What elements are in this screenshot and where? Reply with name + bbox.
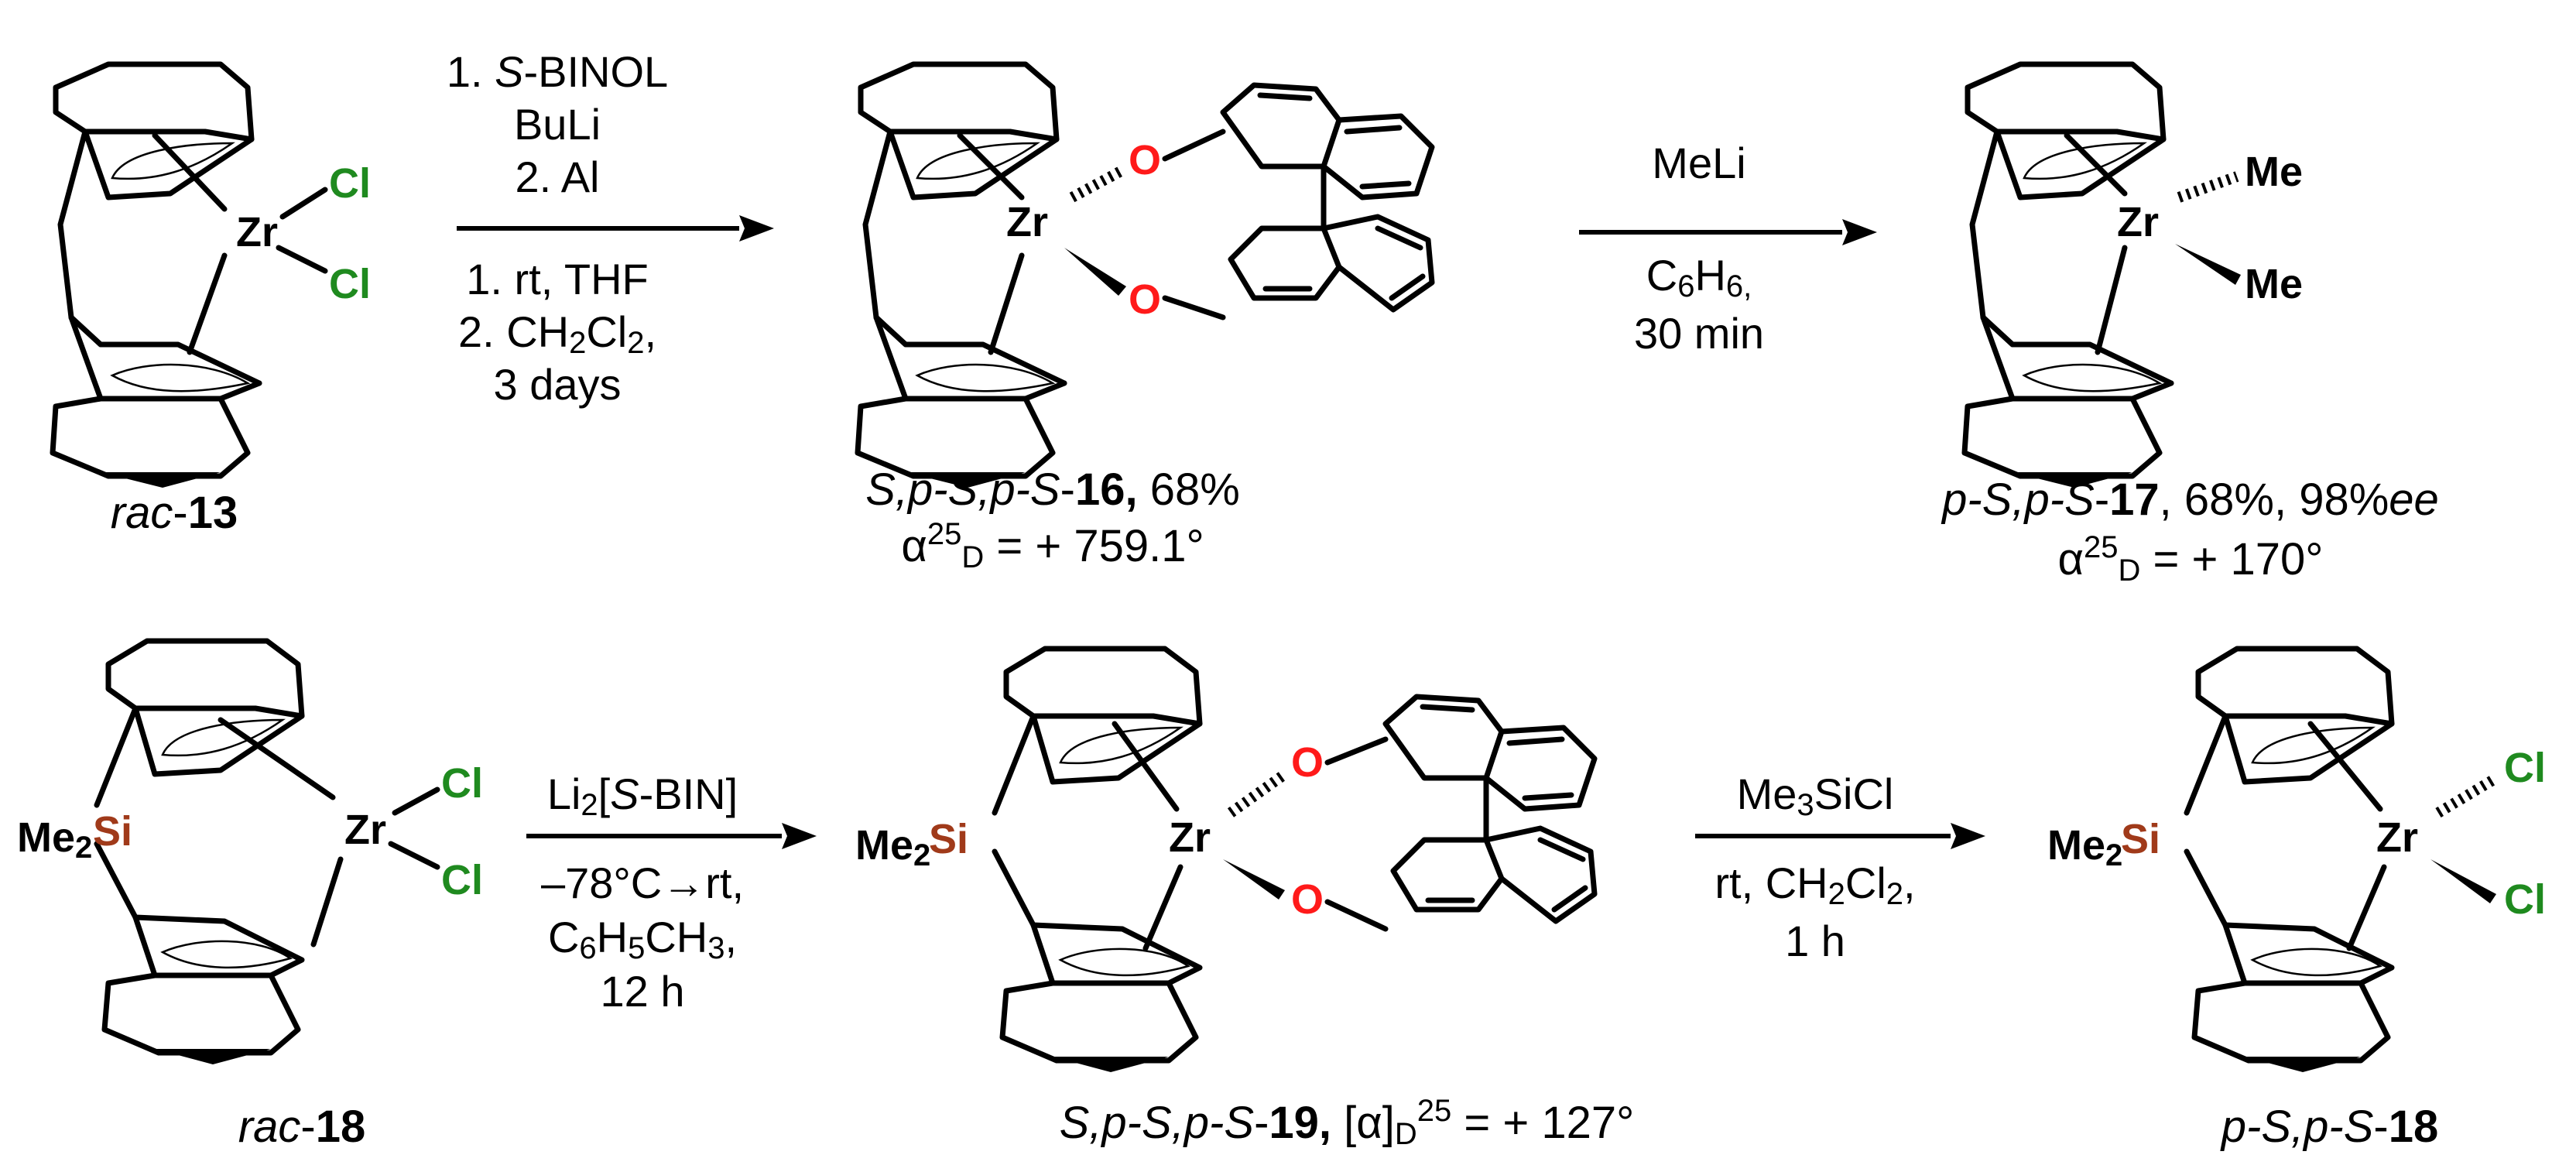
step-3: Li2[S-BIN] –78°C→rt, C6H5CH3, 12 h	[526, 769, 817, 1016]
label-rac-18: rac-18	[238, 1102, 365, 1152]
cl-atom: Cl	[329, 261, 371, 307]
step-2: MeLi C6H6, 30 min	[1579, 139, 1877, 358]
me-group: Me	[2245, 149, 2303, 195]
compound-19: Me2 Si Zr O O	[855, 649, 1595, 1072]
condition-line: 12 h	[601, 967, 685, 1016]
optical-rotation-16: α25D = + 759.1°	[901, 517, 1204, 574]
zr-atom: Zr	[1006, 199, 1048, 245]
si-atom: Si	[93, 808, 132, 855]
condition-line: 1. rt, THF	[466, 255, 648, 303]
condition-line: –78°C→rt,	[541, 858, 744, 907]
cl-atom: Cl	[441, 760, 483, 807]
cl-atom: Cl	[329, 160, 371, 207]
step-1: 1. S-BINOL BuLi 2. Al 1. rt, THF 2. CH2C…	[447, 47, 774, 409]
condition-line: 1. S-BINOL	[447, 47, 668, 96]
me2-group: Me2	[855, 822, 930, 872]
compound-rac-18: Me2 Si Zr Cl Cl	[17, 641, 483, 1064]
o-atom: O	[1291, 876, 1324, 923]
zr-atom: Zr	[1169, 814, 1211, 861]
step-4: Me3SiCl rt, CH2Cl2, 1 h	[1695, 769, 1985, 965]
compound-rac-13: Zr Cl Cl	[53, 64, 371, 488]
si-atom: Si	[2121, 816, 2160, 862]
o-atom: O	[1129, 137, 1161, 183]
condition-line: C6H5CH3,	[548, 913, 737, 965]
zr-atom: Zr	[236, 209, 278, 255]
label-compound-19: S,p-S,p-S-19, [α]D25 = + 127°	[1060, 1094, 1635, 1151]
label-rac-13: rac-13	[111, 488, 238, 538]
o-atom: O	[1291, 739, 1324, 786]
condition-line: 2. CH2Cl2,	[458, 307, 656, 360]
condition-line: 2. Al	[516, 152, 600, 201]
me2-group: Me2	[2047, 822, 2122, 872]
si-atom: Si	[929, 816, 968, 862]
condition-line: BuLi	[514, 100, 601, 149]
compound-17: Zr Me Me	[1965, 64, 2303, 488]
condition-line: C6H6,	[1646, 251, 1752, 303]
compound-16: Zr O O	[858, 64, 1432, 488]
cl-atom: Cl	[2504, 745, 2546, 791]
condition-line: 3 days	[494, 360, 622, 409]
me2-group: Me2	[17, 814, 92, 865]
label-compound-17: p-S,p-S-17, 68%, 98%ee	[1941, 475, 2439, 525]
condition-line: 30 min	[1634, 309, 1764, 358]
cl-atom: Cl	[441, 857, 483, 903]
me-group: Me	[2245, 261, 2303, 307]
optical-rotation-17: α25D = + 170°	[2058, 530, 2324, 588]
label-compound-16: S,p-S,p-S-16, 68%	[865, 464, 1240, 515]
condition-line: Li2[S-BIN]	[547, 769, 738, 822]
condition-line: 1 h	[1785, 917, 1845, 965]
zr-atom: Zr	[2376, 814, 2418, 861]
cl-atom: Cl	[2504, 876, 2546, 923]
zr-atom: Zr	[2117, 199, 2159, 245]
condition-line: rt, CH2Cl2,	[1714, 858, 1915, 911]
compound-18: Me2 Si Zr Cl Cl	[2047, 649, 2546, 1072]
label-compound-18: p-S,p-S-18	[2220, 1102, 2438, 1152]
zr-atom: Zr	[344, 807, 386, 853]
condition-line: MeLi	[1652, 139, 1745, 187]
o-atom: O	[1129, 276, 1161, 323]
condition-line: Me3SiCl	[1737, 769, 1894, 822]
